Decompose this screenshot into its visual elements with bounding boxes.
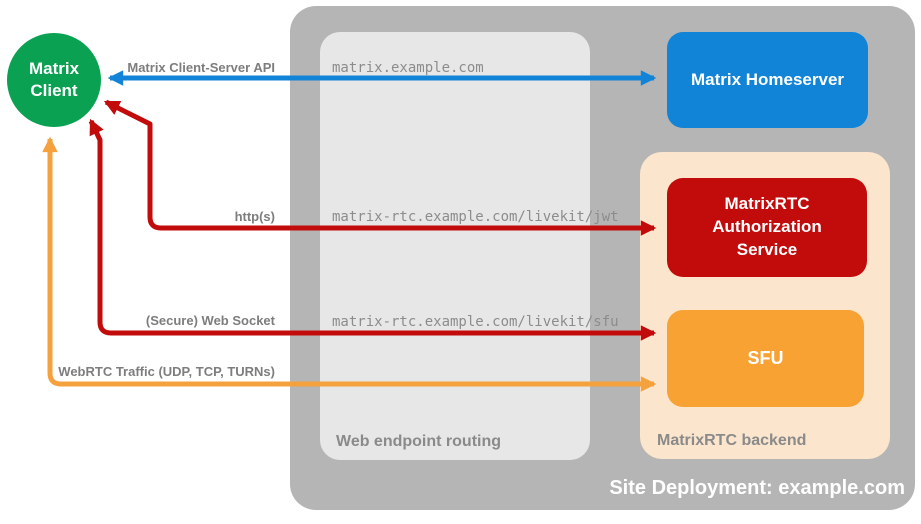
sfu-node: SFU xyxy=(667,310,864,407)
matrixrtc-backend-label: MatrixRTC backend xyxy=(657,432,807,449)
endpoint-livekit-sfu: matrix-rtc.example.com/livekit/sfu xyxy=(332,314,619,330)
sfu-label: SFU xyxy=(747,348,784,369)
webrtc-traffic-label: WebRTC Traffic (UDP, TCP, TURNs) xyxy=(58,364,275,379)
matrix-client-node: Matrix Client xyxy=(7,33,101,127)
web-endpoint-routing-label: Web endpoint routing xyxy=(336,433,502,450)
web-endpoint-routing-box: Web endpoint routing xyxy=(320,32,590,460)
matrix-homeserver-node: Matrix Homeserver xyxy=(667,32,868,128)
endpoint-livekit-jwt: matrix-rtc.example.com/livekit/jwt xyxy=(332,209,619,225)
matrix-homeserver-label: Matrix Homeserver xyxy=(690,69,845,89)
https-label: http(s) xyxy=(234,209,275,224)
matrixrtc-authorization-service-label: MatrixRTC Authorization Service xyxy=(712,194,822,259)
endpoint-matrix-example-com: matrix.example.com xyxy=(332,60,484,76)
client-server-api-label: Matrix Client-Server API xyxy=(127,60,275,75)
matrix-client-label: Matrix Client xyxy=(28,58,80,100)
matrixrtc-authorization-service-node: MatrixRTC Authorization Service xyxy=(667,178,867,277)
site-deployment-label: Site Deployment: example.com xyxy=(609,477,905,499)
web-socket-label: (Secure) Web Socket xyxy=(145,313,275,328)
